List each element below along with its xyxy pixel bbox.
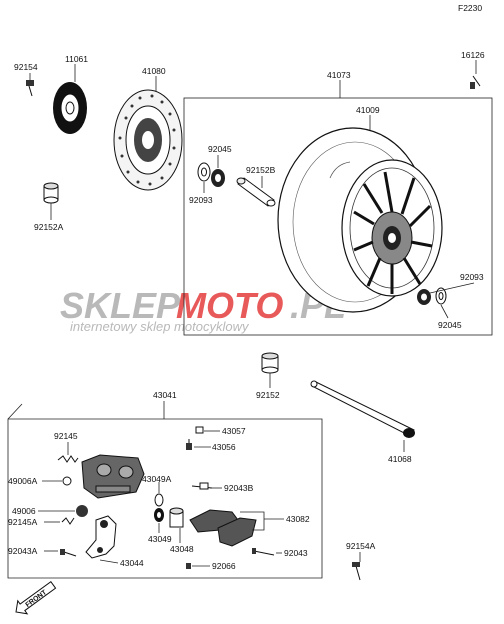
wheel-41009	[277, 127, 443, 313]
sleeve-92152B	[236, 177, 276, 207]
label-43041: 43041	[153, 390, 177, 400]
bolt-92154	[26, 80, 34, 97]
seal-92093-left	[197, 162, 211, 182]
label-92093-left: 92093	[189, 195, 213, 205]
label-92043: 92043	[284, 548, 308, 558]
label-43082: 43082	[286, 514, 310, 524]
label-16126: 16126	[461, 50, 485, 60]
label-92154: 92154	[14, 62, 38, 72]
label-43057: 43057	[222, 426, 246, 436]
bolt-92154A	[352, 562, 361, 581]
label-92152: 92152	[256, 390, 280, 400]
coupling-11061	[53, 82, 87, 134]
bleeder-43056	[186, 439, 192, 450]
front-direction-arrow: FRONT	[15, 581, 57, 615]
label-43049: 43049	[148, 534, 172, 544]
brake-pads-43082	[189, 509, 257, 547]
label-92045-right: 92045	[438, 320, 462, 330]
brake-disc-41080	[113, 89, 183, 191]
bracket-43044	[85, 515, 117, 559]
seal-92093-right	[417, 289, 431, 305]
label-92045-left: 92045	[208, 144, 232, 154]
label-92152B: 92152B	[246, 165, 276, 175]
label-43049A: 43049A	[142, 474, 172, 484]
label-92043A: 92043A	[8, 546, 38, 556]
label-41073: 41073	[327, 70, 351, 80]
boot-49006A	[62, 476, 72, 486]
leader-92045-right	[440, 304, 449, 319]
watermark-brand-red: MOTO	[176, 285, 283, 326]
collar-92152A	[43, 182, 59, 204]
label-92145: 92145	[54, 431, 78, 441]
leader-43044	[99, 559, 119, 564]
label-41068: 41068	[388, 454, 412, 464]
seal-43049A	[154, 493, 164, 507]
cap-43057	[195, 426, 204, 434]
bearing-92045-right	[435, 287, 447, 305]
watermark-tagline: internetowy sklep motocyklowy	[70, 319, 250, 334]
spring-92145A	[61, 517, 75, 525]
label-92093-right: 92093	[460, 272, 484, 282]
pin-92043B	[191, 482, 213, 490]
label-49006A: 49006A	[8, 476, 38, 486]
label-41009: 41009	[356, 105, 380, 115]
spring-92145	[57, 455, 79, 463]
label-92152A: 92152A	[34, 222, 64, 232]
label-49006: 49006	[12, 506, 36, 516]
collar-92152	[261, 352, 279, 374]
seal-43049	[154, 508, 164, 522]
label-92154A: 92154A	[346, 541, 376, 551]
bolt-92043A	[60, 549, 77, 557]
label-41080: 41080	[142, 66, 166, 76]
leader-92093-right	[429, 282, 475, 294]
watermark: SKLEP MOTO .PL internetowy sklep motocyk…	[60, 285, 346, 334]
figure-code: F2230	[458, 3, 482, 13]
caliper-assembly-frame	[7, 403, 323, 579]
piston-43048	[169, 507, 184, 528]
air-valve-16126	[470, 75, 481, 89]
axle-41068	[310, 380, 415, 438]
label-11061: 11061	[65, 54, 88, 64]
wheel-assembly-frame	[183, 97, 493, 336]
leader-43082-bracket	[240, 511, 265, 531]
plug-92066	[186, 563, 191, 569]
pin-92043	[252, 548, 275, 556]
label-92066: 92066	[212, 561, 236, 571]
label-43044: 43044	[120, 558, 144, 568]
bearing-92045-left	[211, 169, 225, 187]
boot-49006	[76, 505, 88, 517]
caliper-body	[81, 454, 145, 499]
label-43048: 43048	[170, 544, 194, 554]
label-92145A: 92145A	[8, 517, 38, 527]
label-43056: 43056	[212, 442, 236, 452]
label-92043B: 92043B	[224, 483, 254, 493]
watermark-brand-grey: SKLEP	[60, 285, 181, 326]
